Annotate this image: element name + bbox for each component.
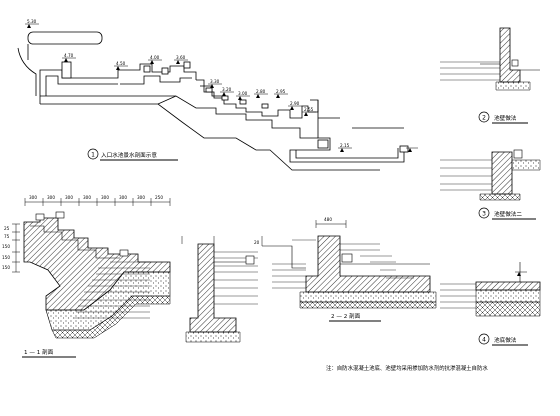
elev-label: 2.15	[340, 143, 350, 148]
title-d3-text: 池壁做法二	[494, 210, 522, 218]
title-d4: 4 池底做法	[478, 333, 528, 346]
title-sec11: 1 — 1 剖面	[22, 348, 76, 358]
dim-label-v: 150	[2, 244, 10, 249]
cascade-steps-upper	[118, 63, 197, 80]
upper-basin-outline	[39, 69, 119, 96]
water-steps	[196, 79, 319, 119]
dim-label: 300	[29, 195, 37, 200]
elev-label: 4.50	[116, 61, 126, 66]
dim-label: 300	[65, 195, 73, 200]
elev-label: 4.70	[64, 53, 74, 58]
title-d2-text: 池壁做法	[494, 114, 517, 122]
detail-4-drawing	[440, 262, 541, 317]
dim-label-v: 150	[2, 265, 10, 270]
section-1-1-drawing: 300 300 300 300 300 300 300 250 25 75 15…	[2, 195, 171, 339]
elev-label: 2.95	[276, 89, 286, 94]
title-main-number: 1	[91, 151, 95, 158]
title-main-text: 入口水池景水剖面示意	[101, 151, 157, 159]
title-sec22-text: 2 — 2 剖面	[331, 312, 361, 320]
elev-label: 3.00	[238, 91, 248, 96]
section-2-2-soil	[299, 301, 437, 309]
section-1-1-soil	[51, 295, 171, 339]
title-d2-number: 2	[482, 114, 486, 121]
elev-label: 3.30	[210, 79, 220, 84]
section-2-2-drawing: 480 20	[254, 217, 437, 309]
title-d3-number: 3	[482, 210, 486, 217]
stair-body-bottom-line	[40, 103, 380, 171]
dim-label: 300	[47, 195, 55, 200]
dim-label-v: 75	[4, 234, 10, 239]
dim-label-v: 25	[4, 226, 10, 231]
elev-label: 2.90	[290, 101, 300, 106]
elev-label: 5.30	[27, 19, 37, 24]
dim-label: 300	[119, 195, 127, 200]
elev-label: 3.20	[222, 87, 232, 92]
title-d3: 3 池壁做法二	[478, 207, 536, 220]
title-d4-number: 4	[482, 336, 486, 343]
dim-label: 300	[101, 195, 109, 200]
section-2-2-gravel	[299, 291, 437, 303]
elevation-markers: 5.30 4.70 4.50 4.00 3.60 3.30 3.20 3.00 …	[25, 19, 418, 152]
title-d4-text: 池底做法	[494, 336, 517, 344]
dim-label: 250	[155, 195, 163, 200]
elev-label: 2.55	[304, 107, 314, 112]
stair-body-top-line	[40, 95, 318, 139]
elev-label: 4.00	[150, 55, 160, 60]
top-planter-box	[27, 31, 103, 45]
wall-detail-mid	[181, 236, 258, 343]
main-section-drawing	[17, 31, 409, 171]
dim-22-b-label: 20	[254, 240, 260, 245]
detail-3-drawing	[440, 149, 541, 201]
elev-label: 2.80	[256, 89, 266, 94]
title-d2: 2 池壁做法	[478, 111, 528, 124]
dim-label: 300	[137, 195, 145, 200]
title-sec11-text: 1 — 1 剖面	[24, 348, 54, 356]
title-sec22: 2 — 2 剖面	[329, 312, 381, 322]
elev-label: 3.60	[176, 55, 186, 60]
dim-22-label: 480	[324, 217, 332, 222]
title-main: 1 入口水池景水剖面示意	[87, 148, 178, 161]
right-pool-wall	[289, 99, 405, 163]
left-slope-curve	[17, 47, 37, 96]
dim-label: 300	[83, 195, 91, 200]
detail-2-drawing	[440, 27, 540, 91]
drawing-note: 注：自防水混凝土池底、池壁均采用掺加防水剂的抗渗混凝土自防水	[326, 364, 488, 372]
dim-label-v: 150	[2, 255, 10, 260]
